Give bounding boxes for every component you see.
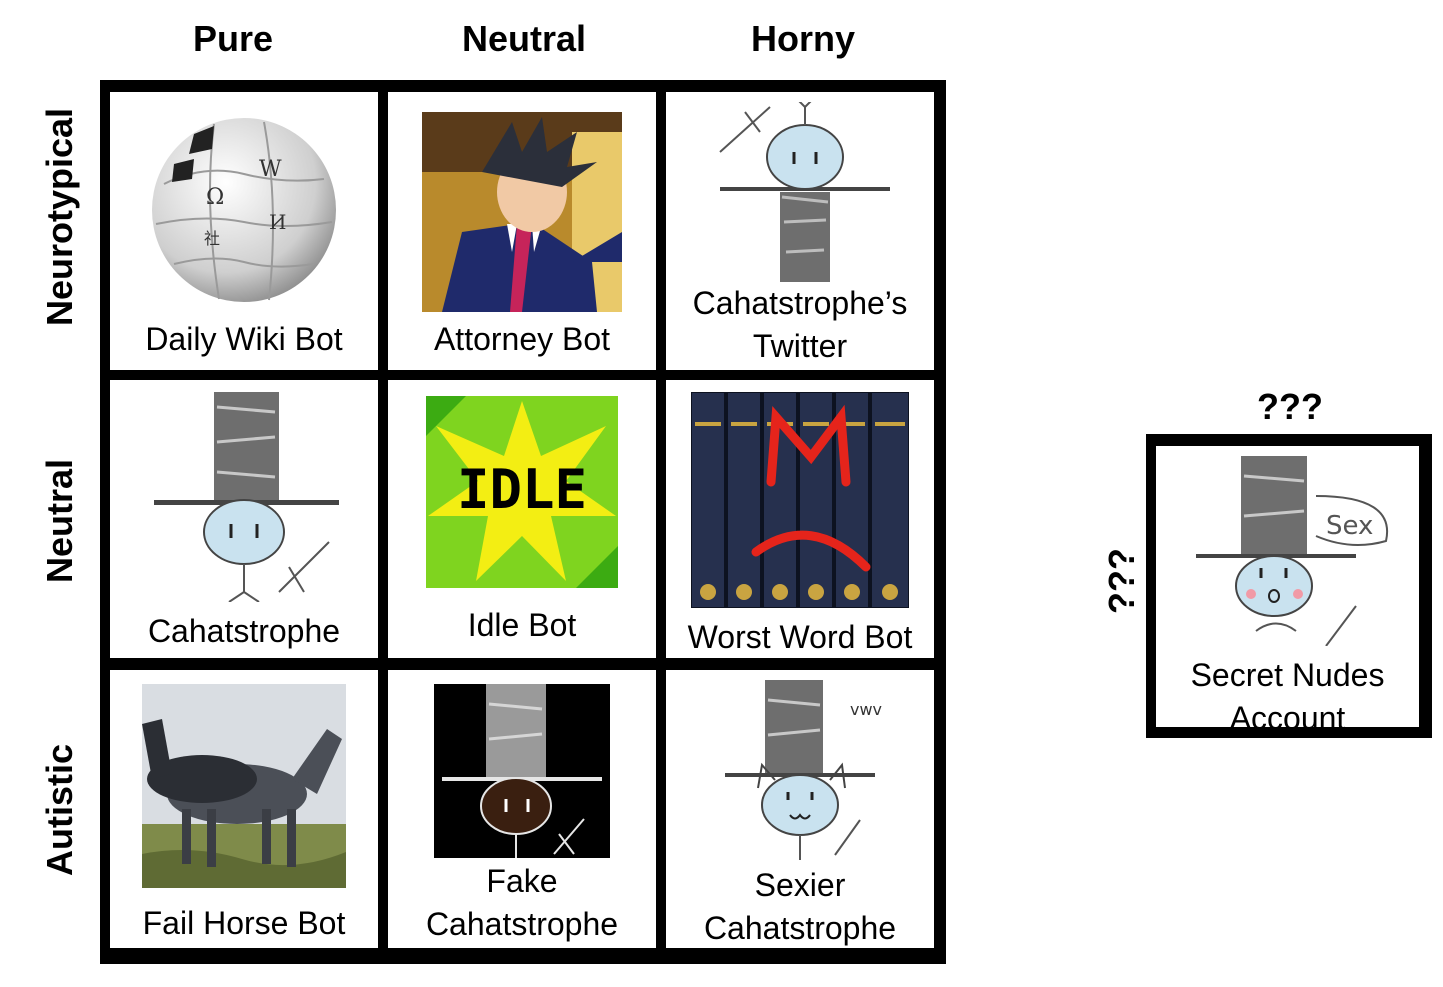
cell-label: Cahatstrophe [147,613,341,649]
top-hat-stick-figure-icon [129,392,359,603]
dark-stick-figure-icon [434,684,610,858]
cell-daily-wiki-bot: Ω W И 社 Daily Wiki Bot [110,92,378,370]
column-header-pure: Pure [192,18,274,59]
blushing-stick-figure-icon: Sex [1186,456,1396,647]
cell-label: Fake Cahatstrophe [425,863,619,942]
attorney-portrait-icon [422,112,622,312]
cell-secret-nudes-account: Sex Secret Nudes Account [1156,446,1419,727]
cell-label: Sexier Cahatstrophe [703,867,897,946]
cell-label: Daily Wiki Bot [145,321,343,357]
cat-eared-stick-figure-icon: vwv [700,680,900,860]
uwu-text: vwv [850,700,882,719]
cell-label: Secret Nudes Account [1190,657,1385,727]
idle-text: IDLE [457,458,587,521]
cell-label: Attorney Bot [433,321,611,357]
sex-sign-text: Sex [1326,511,1373,541]
idle-starburst-icon: IDLE [426,396,618,588]
cell-fail-horse-bot: Fail Horse Bot [110,670,378,948]
svg-text:W: W [259,157,282,182]
cell-cahatstrophe: Cahatstrophe [110,380,378,658]
horses-photo-icon [142,684,346,888]
cell-fake-cahatstrophe: Fake Cahatstrophe [388,670,656,948]
cell-worst-word-bot: Worst Word Bot [666,380,934,658]
svg-text:社: 社 [204,229,220,248]
alignment-grid: Ω W И 社 Daily Wiki Bot Attorney Bot [100,80,946,964]
cell-label: Cahatstrophe’s Twitter [692,285,908,364]
upside-down-stick-figure-icon [700,96,900,282]
svg-text:Ω: Ω [206,185,224,210]
extra-column-header: ??? [1257,386,1323,427]
wikipedia-globe-icon: Ω W И 社 [134,104,354,304]
row-header-autistic: Autistic [39,744,80,877]
cell-label: Fail Horse Bot [142,905,346,941]
row-header-neutral: Neutral [39,458,80,584]
extra-row-header: ??? [1101,548,1142,614]
cell-sexier-cahatstrophe: vwv Sexier Cahatstrophe [666,670,934,948]
cell-label: Idle Bot [467,607,577,643]
cell-label: Worst Word Bot [687,619,913,655]
column-header-neutral: Neutral [461,18,587,59]
cell-idle-bot: IDLE Idle Bot [388,380,656,658]
cell-cahatstrophes-twitter: Cahatstrophe’s Twitter [666,92,934,370]
cell-attorney-bot: Attorney Bot [388,92,656,370]
row-header-neurotypical: Neurotypical [39,107,80,327]
extra-cell-frame: Sex Secret Nudes Account [1146,434,1432,738]
column-header-horny: Horny [750,18,855,59]
angry-dictionaries-icon [690,391,910,609]
svg-text:И: И [269,210,286,234]
